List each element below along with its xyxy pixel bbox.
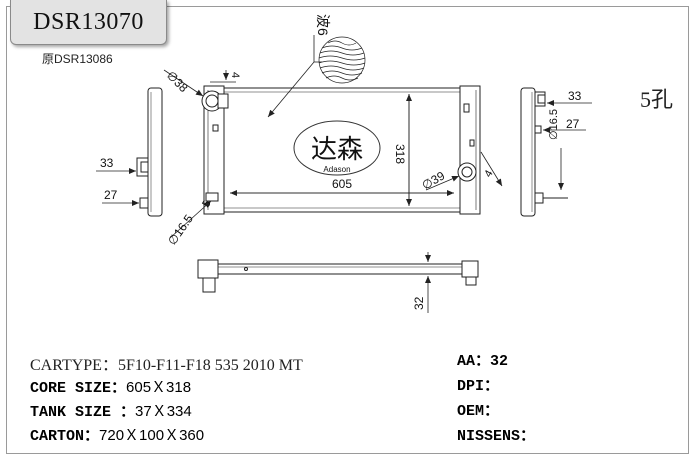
aa-label: AA： [457,353,491,370]
logo-chinese: 达森 [311,134,363,164]
core-size-label: CORE SIZE： [30,380,127,397]
carton-value: 720Ｘ100Ｘ360 [99,427,205,444]
dim-core-height [400,87,414,213]
left-side-33-label: 33 [100,156,114,170]
spec-dpi: DPI： [457,374,499,395]
wave-label: 波6 [315,14,331,36]
spec-nissens: NISSENS： [457,424,535,445]
radiator-core [223,87,461,213]
fin-pattern-detail [318,36,366,84]
left-side-27-label: 27 [104,188,118,202]
right-side-27-label: 27 [566,117,580,131]
right-small-pipe-diameter: ∅16.5 [548,109,560,140]
tank-size-label: TANK SIZE ： [30,404,136,421]
part-number-title: DSR13070 [10,0,167,45]
cartype-label: CARTYPE： [30,357,118,374]
small-bleed-pipe [205,192,219,202]
right-side-dims [543,100,592,190]
radiator-front-view [201,85,481,215]
small-pipe-diameter: ∅16.5 [165,212,196,248]
cartype-value: 5F10-F11-F18 535 2010 MT [117,357,303,374]
adason-logo: 达森 Adason [293,120,381,176]
tank-top-view [197,259,479,293]
aa-value: 32 [490,353,509,370]
dpi-label: DPI： [457,378,500,395]
leader-lines [163,35,503,239]
core-size-value: 605Ｘ318 [126,379,192,396]
spec-aa: AA：32 [457,349,508,370]
bottom-offset-label: 5 [200,198,213,209]
sheet-border [6,6,689,454]
oem-label: OEM： [457,403,500,420]
tank-size-value: 37Ｘ334 [135,403,192,420]
right-side-33-label: 33 [568,89,582,103]
spec-oem: OEM： [457,399,499,420]
spec-tank-size: TANK SIZE ：37Ｘ334 [30,400,192,421]
hole-count-label: 5孔 [640,87,674,112]
dim-core-width [223,188,461,198]
nissens-label: NISSENS： [457,428,536,445]
carton-label: CARTON： [30,428,100,445]
core-width-label: 605 [332,177,352,191]
right-tank [459,85,481,215]
left-side-dims [96,168,139,206]
spec-carton: CARTON：720Ｘ100Ｘ360 [30,424,204,445]
top-offset-label: 4 [229,72,241,78]
spec-cartype: CARTYPE：5F10-F11-F18 535 2010 MT [30,351,303,375]
right-offset-label: 4 [482,168,495,179]
right-side-view [520,87,568,217]
tank-depth-label: 32 [412,296,426,310]
core-height-label: 318 [393,144,407,164]
original-reference: 原DSR13086 [42,52,113,66]
left-side-view [136,87,163,217]
bottom-outlet-pipe [457,162,477,182]
logo-english: Adason [323,165,350,174]
spec-core-size: CORE SIZE：605Ｘ318 [30,376,191,397]
